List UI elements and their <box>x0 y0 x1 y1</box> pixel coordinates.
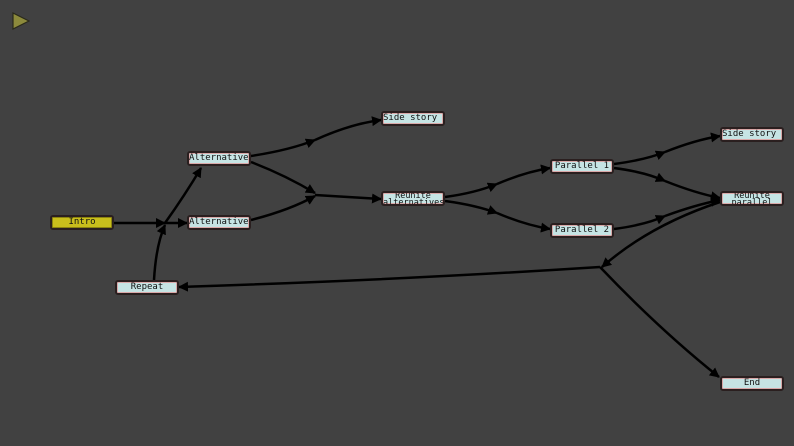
edge-junction3-repeat <box>178 265 601 292</box>
edge-junction2-reunite-alt <box>314 193 382 204</box>
edge-reunite-p1-b <box>496 164 551 186</box>
edge-alt2-side1-a <box>250 138 316 158</box>
node-intro[interactable]: Intro <box>50 215 114 230</box>
edge-p1-rp-b <box>664 179 721 202</box>
node-reunite-alternatives[interactable]: Reunite alternatives <box>381 191 445 206</box>
edge-junction3-end <box>599 266 720 378</box>
edge-repeat-junction <box>152 224 167 281</box>
node-side-story-1[interactable]: Side story 1 <box>381 111 445 126</box>
node-repeat[interactable]: Repeat <box>115 280 179 295</box>
edge-alt1-junction2 <box>250 194 316 222</box>
node-reunite-parallel[interactable]: Reunite parallel <box>720 191 784 206</box>
play-icon[interactable] <box>12 12 30 30</box>
node-alternative-2[interactable]: Alternative 2 <box>187 151 251 166</box>
edge-p2-rp-a <box>613 214 666 231</box>
node-end[interactable]: End <box>720 376 784 391</box>
edge-reunite-p1-a <box>444 182 498 199</box>
node-parallel-2[interactable]: Parallel 2 <box>550 223 614 238</box>
edge-alt2-junction2 <box>250 160 316 195</box>
edge-p1-ss2-a <box>613 150 666 166</box>
edge-alt2-side1-b <box>314 116 382 142</box>
node-side-story-2[interactable]: Side story 2 <box>720 127 784 142</box>
edge-p2-rp-b <box>664 196 721 218</box>
node-parallel-1[interactable]: Parallel 1 <box>550 159 614 174</box>
edge-p1-ss2-b <box>664 132 721 154</box>
node-alternative-1[interactable]: Alternative 1 <box>187 215 251 230</box>
edge-reunite-p2-b <box>496 211 551 233</box>
edge-p1-rp-a <box>613 166 666 183</box>
edge-reunite-p2-a <box>444 199 498 215</box>
edge-rp-junction3 <box>601 200 721 268</box>
edge-junction-alternative-2 <box>163 167 203 224</box>
